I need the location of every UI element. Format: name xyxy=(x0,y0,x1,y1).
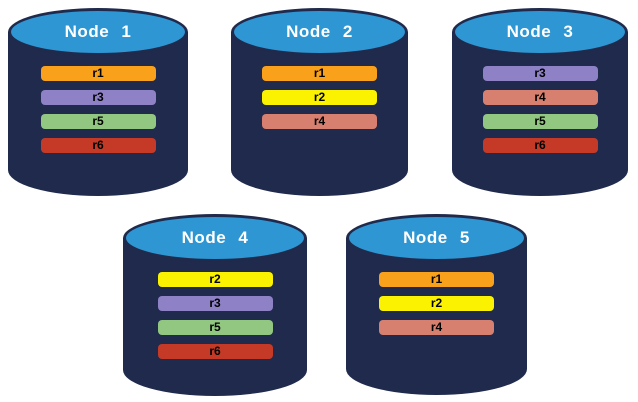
replica-list: r1 r2 r4 xyxy=(231,66,408,129)
replica-bar-r3: r3 xyxy=(40,90,156,105)
replica-bar-r6: r6 xyxy=(157,344,273,359)
cylinder-top-ellipse: Node 1 xyxy=(8,8,188,56)
cylinder-body xyxy=(346,238,527,395)
replica-bar-r4: r4 xyxy=(262,114,377,129)
cylinder-top-ellipse: Node 3 xyxy=(452,8,628,56)
cylinder-top-ellipse: Node 5 xyxy=(346,214,527,262)
replica-list: r2 r3 r5 r6 xyxy=(123,272,307,359)
cylinder-top-ellipse: Node 4 xyxy=(123,214,307,262)
node-4-cylinder: Node 4 r2 r3 r5 r6 xyxy=(123,214,307,396)
replica-bar-r3: r3 xyxy=(157,296,273,311)
replica-bar-r2: r2 xyxy=(157,272,273,287)
node-title: Node 3 xyxy=(506,22,574,41)
replica-list: r3 r4 r5 r6 xyxy=(452,66,628,153)
replica-bar-r5: r5 xyxy=(482,114,598,129)
replica-bar-r1: r1 xyxy=(379,272,494,287)
cylinder-top-ellipse: Node 2 xyxy=(231,8,408,56)
node-title: Node 2 xyxy=(286,22,353,41)
replica-bar-r2: r2 xyxy=(379,296,494,311)
node-1-cylinder: Node 1 r1 r3 r5 r6 xyxy=(8,8,188,196)
replica-list: r1 r2 r4 xyxy=(346,272,527,335)
replica-bar-r4: r4 xyxy=(379,320,494,335)
replica-bar-r4: r4 xyxy=(482,90,598,105)
node-3-cylinder: Node 3 r3 r4 r5 r6 xyxy=(452,8,628,196)
replica-bar-r5: r5 xyxy=(157,320,273,335)
node-5-cylinder: Node 5 r1 r2 r4 xyxy=(346,214,527,395)
replica-bar-r3: r3 xyxy=(482,66,598,81)
replica-bar-r1: r1 xyxy=(262,66,377,81)
replica-list: r1 r3 r5 r6 xyxy=(8,66,188,153)
replica-bar-r6: r6 xyxy=(482,138,598,153)
cylinder-body xyxy=(123,238,307,396)
replica-bar-r6: r6 xyxy=(40,138,156,153)
node-title: Node 4 xyxy=(181,228,249,247)
node-2-cylinder: Node 2 r1 r2 r4 xyxy=(231,8,408,196)
replica-bar-r1: r1 xyxy=(40,66,156,81)
node-title: Node 5 xyxy=(403,228,470,247)
node-title: Node 1 xyxy=(64,22,132,41)
replica-bar-r5: r5 xyxy=(40,114,156,129)
replica-bar-r2: r2 xyxy=(262,90,377,105)
